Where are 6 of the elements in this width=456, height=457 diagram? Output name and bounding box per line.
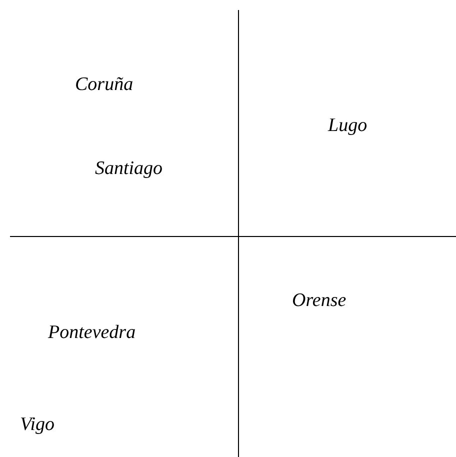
place-name: Vigo (20, 414, 54, 436)
place-name: Orense (292, 290, 346, 312)
place-name: Santiago (95, 158, 163, 180)
place-name: Coruña (75, 74, 134, 96)
place-name: Lugo (328, 115, 368, 137)
place-name: Pontevedra (48, 322, 136, 344)
